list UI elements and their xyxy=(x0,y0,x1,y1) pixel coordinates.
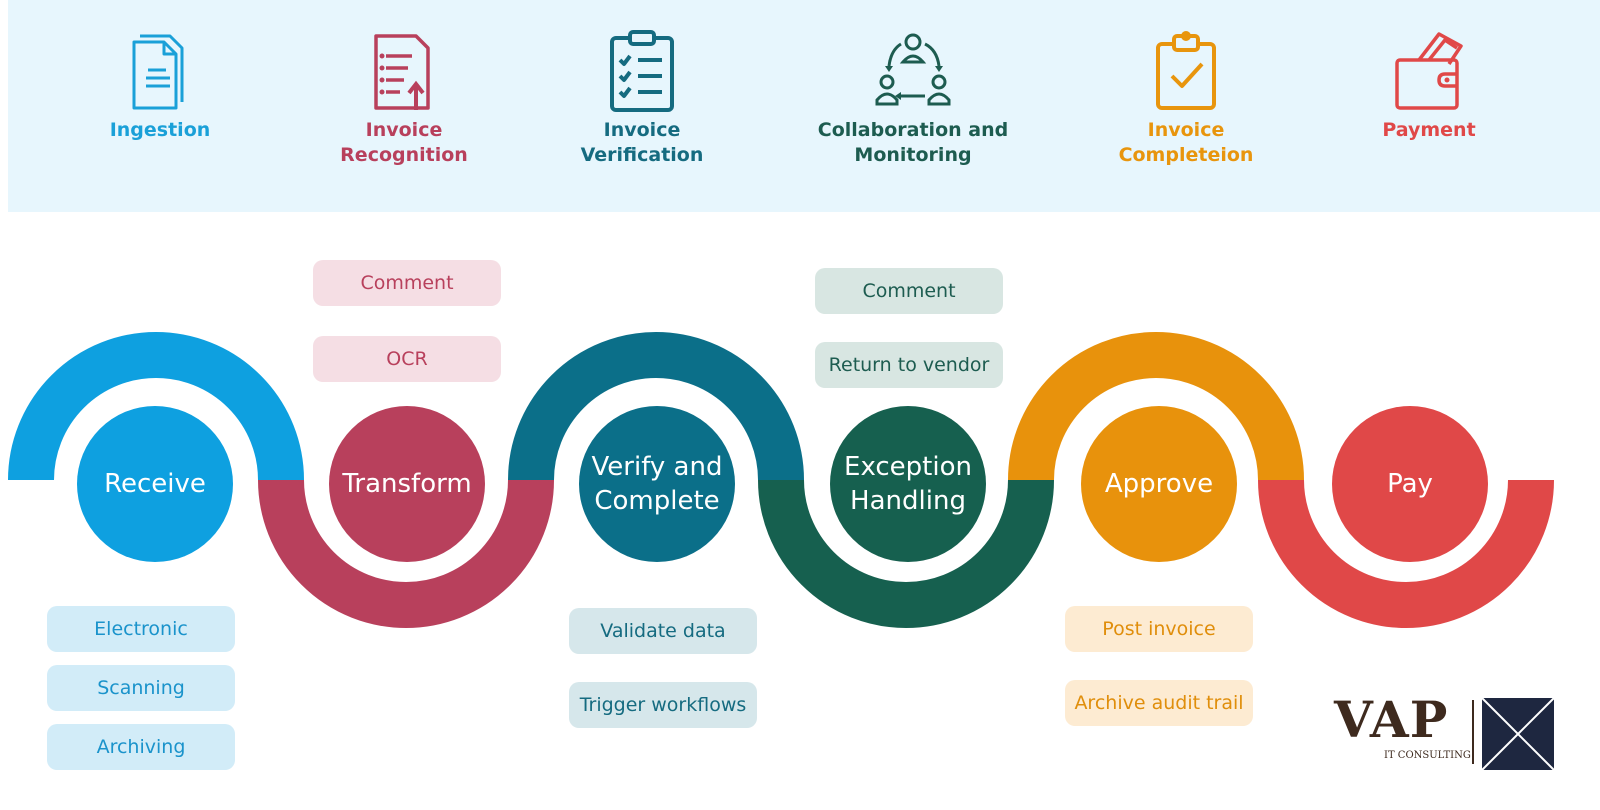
pill-approve-post-invoice: Post invoice xyxy=(1065,606,1253,652)
stage-label: Invoice Completeion xyxy=(1118,119,1254,166)
step-label-approve: Approve xyxy=(1104,469,1214,499)
wave-segment-transform xyxy=(258,479,554,628)
pill-transform-ocr: OCR xyxy=(313,336,501,382)
document-upload-icon xyxy=(374,34,430,110)
stage-payment: Payment xyxy=(1314,30,1544,143)
wave-segment-verify xyxy=(508,332,804,481)
stage-label: Collaboration and Monitoring xyxy=(817,119,1009,166)
wave-segment-approve xyxy=(1008,332,1304,481)
wave-segment-exception xyxy=(758,479,1054,628)
stage-collaboration-monitoring: Collaboration and Monitoring xyxy=(788,30,1038,168)
vap-logo: VAP IT CONSULTING xyxy=(1316,686,1592,782)
logo-mark-icon xyxy=(1481,697,1555,771)
stage-label: Invoice Verification xyxy=(580,119,704,166)
logo-name: VAP xyxy=(1334,690,1449,749)
team-cycle-icon xyxy=(875,33,951,106)
step-label-pay: Pay xyxy=(1387,469,1433,499)
pill-transform-comment: Comment xyxy=(313,260,501,306)
wave-segment-pay xyxy=(1258,479,1554,628)
pill-approve-archive-audit-trail: Archive audit trail xyxy=(1065,680,1253,726)
pill-receive-scanning: Scanning xyxy=(47,665,235,711)
step-circle-approve xyxy=(1081,406,1237,562)
clipboard-check-icon xyxy=(1156,31,1216,110)
pill-exception-comment: Comment xyxy=(815,268,1003,314)
step-label-exception: Exception Handling xyxy=(844,452,972,516)
logo-divider xyxy=(1472,700,1474,764)
step-label-verify: Verify and Complete xyxy=(591,452,723,516)
stage-ingestion: Ingestion xyxy=(45,30,275,143)
pill-receive-electronic: Electronic xyxy=(47,606,235,652)
wallet-icon xyxy=(1395,32,1463,110)
pill-verify-trigger-workflows: Trigger workflows xyxy=(569,682,757,728)
stage-label: Invoice Recognition xyxy=(340,119,468,166)
pill-receive-archiving: Archiving xyxy=(47,724,235,770)
step-circle-transform xyxy=(329,406,485,562)
documents-icon xyxy=(132,34,184,110)
stage-invoice-recognition: Invoice Recognition xyxy=(289,30,519,168)
wave-segment-receive xyxy=(8,332,304,481)
step-label-receive: Receive xyxy=(104,469,206,499)
stage-label: Payment xyxy=(1382,119,1476,141)
step-circle-pay xyxy=(1332,406,1488,562)
step-circle-exception xyxy=(830,406,986,562)
step-circle-receive xyxy=(77,406,233,562)
stage-invoice-verification: Invoice Verification xyxy=(527,30,757,168)
pill-exception-return-to-vendor: Return to vendor xyxy=(815,342,1003,388)
stage-label: Ingestion xyxy=(109,119,211,141)
stages-banner: Ingestion Invoice Recognition Inv xyxy=(8,0,1600,212)
step-label-transform: Transform xyxy=(342,469,472,499)
logo-tagline: IT CONSULTING xyxy=(1384,750,1471,761)
pill-verify-validate-data: Validate data xyxy=(569,608,757,654)
step-circle-verify xyxy=(579,406,735,562)
checklist-clipboard-icon xyxy=(610,30,674,112)
stage-invoice-completion: Invoice Completeion xyxy=(1071,30,1301,168)
